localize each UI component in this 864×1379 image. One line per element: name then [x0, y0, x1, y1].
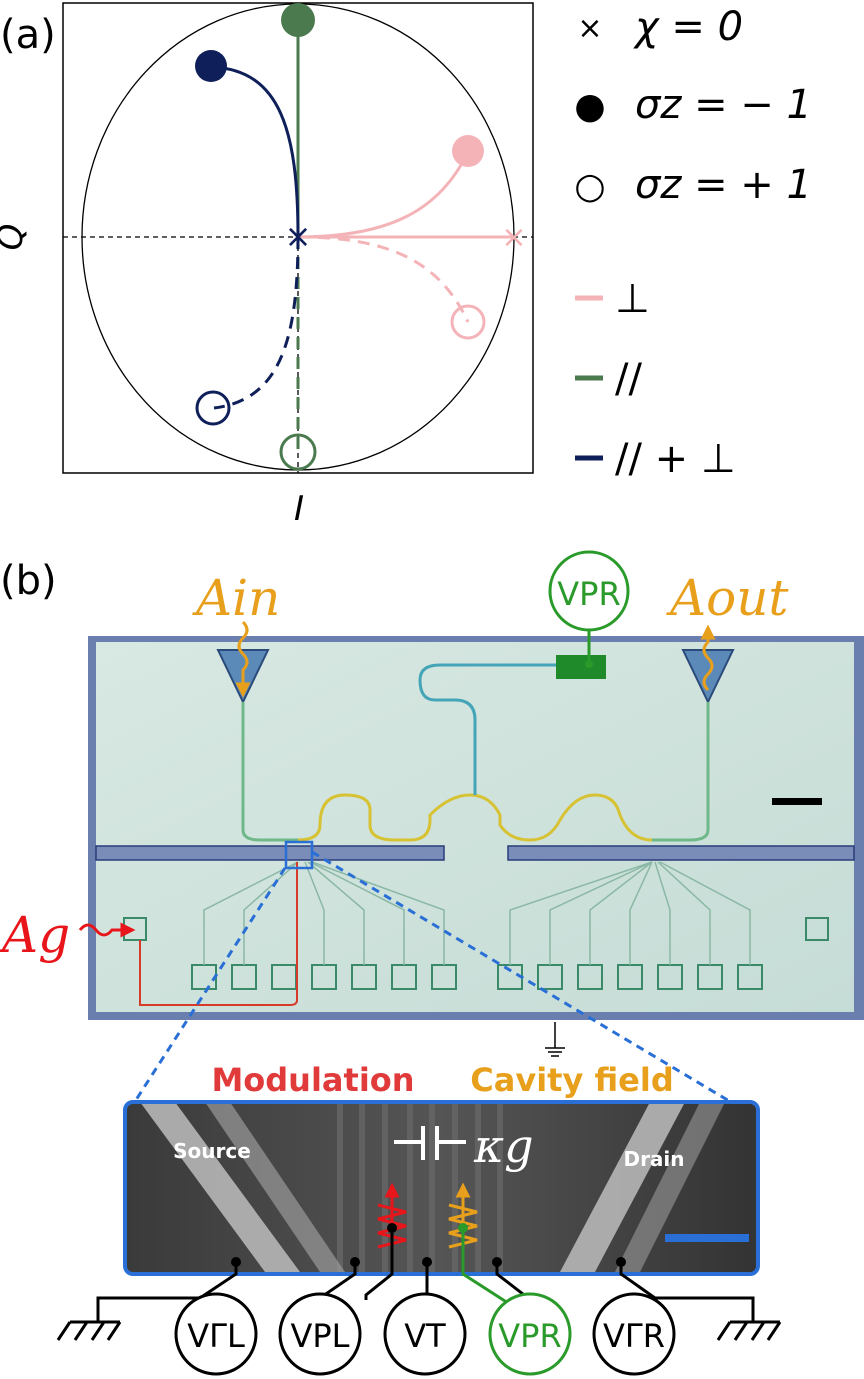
perp-minus-marker: [452, 135, 484, 167]
vpr-top-node: [585, 660, 593, 668]
legend-symbol-open: ○: [574, 166, 605, 207]
chip-image: [88, 636, 864, 1020]
zoom-line-left: [123, 867, 287, 1118]
both-minus-marker: [195, 50, 227, 82]
source-label: Source: [173, 1139, 251, 1163]
kappa-label: κg: [473, 1119, 534, 1173]
a-in-arrow: [235, 620, 251, 698]
drain-electrode: [560, 1102, 685, 1272]
gate-label-vpl: VPL: [290, 1317, 349, 1355]
legend-symbol-filled: ●: [574, 86, 605, 127]
legend-text-minus: σz = − 1: [635, 82, 812, 128]
feedline-left: [241, 702, 298, 842]
cavity-field-label: Cavity field: [470, 1061, 674, 1099]
gate-bar-right: [507, 845, 855, 861]
chip-scale-bar: [772, 798, 822, 805]
meander-resonator: [297, 793, 653, 842]
vpr-pad: [556, 655, 606, 679]
gate-label-vgl: VΓL: [187, 1317, 245, 1355]
gate-circle-vpl: [278, 1292, 362, 1376]
para-minus-marker: [281, 3, 315, 37]
sem-scale-bar: [665, 1234, 749, 1242]
both-chi0-marker: ×: [285, 217, 312, 255]
a-g-arrow: [78, 922, 136, 938]
y-axis-label: Q: [0, 224, 31, 251]
legend-text-para: //: [615, 356, 642, 402]
chip-surface: [96, 642, 854, 1012]
gate-circle-vt: [383, 1292, 467, 1376]
a-in-label: Ain: [192, 569, 280, 627]
source-electrode: [140, 1102, 300, 1272]
gate-nodes: [231, 1223, 626, 1267]
perp-minus-trace: [297, 151, 470, 239]
perp-plus-marker: [450, 304, 486, 340]
panel-b: (b): [0, 550, 864, 1376]
both-plus-trace: [213, 236, 300, 410]
legend-text-both: // + ⊥: [615, 436, 736, 482]
vpr-gate-wire: [461, 1228, 509, 1305]
gate-label-vpr: VPR: [498, 1317, 561, 1355]
legend-text-chi: χ = 0: [633, 4, 743, 50]
perp-plus-trace: [297, 235, 470, 323]
fanout-wires: [203, 861, 751, 965]
panel-a-label: (a): [0, 12, 56, 58]
legend-text-perp: ⊥: [615, 276, 650, 322]
both-plus-marker: [195, 390, 231, 426]
plunger-line: [418, 663, 585, 795]
panel-a: (a) I Q × × × χ = 0 ● σz = − 1 ○: [0, 2, 812, 529]
panel-b-label: (b): [0, 558, 57, 604]
legend-symbol-cross: ×: [577, 11, 602, 46]
perp-chi0-marker: ×: [501, 220, 526, 255]
a-out-label: Aout: [666, 569, 789, 627]
modulation-wire: [139, 862, 298, 1006]
gate-circle-vpr: [488, 1292, 572, 1376]
vpr-top-label: VPR: [557, 575, 620, 613]
drain-label: Drain: [623, 1147, 684, 1171]
para-plus-marker: [279, 433, 317, 471]
a-g-label: Ag: [0, 906, 70, 964]
sem-frame: [123, 1100, 760, 1276]
x-axis-label: I: [294, 489, 304, 529]
gate-circle-vgr: [592, 1292, 676, 1376]
gate-label-vt: VT: [404, 1317, 446, 1355]
feedline-right: [652, 702, 710, 842]
capacitor-icon: [394, 1126, 466, 1160]
ground-icon-left: [56, 1320, 122, 1341]
legend-text-plus: σz = + 1: [635, 162, 812, 208]
zoom-line-right: [311, 850, 757, 1119]
drain-electrode-2: [615, 1102, 725, 1272]
legend: × χ = 0 ● σz = − 1 ○ σz = + 1 ⊥ // // + …: [574, 4, 812, 482]
ground-icon-right: [716, 1320, 782, 1341]
both-minus-trace: [211, 65, 300, 238]
gate-bar-left: [95, 845, 445, 861]
sem-inset: Source Drain κg: [123, 1100, 760, 1276]
vpr-gate-node: [458, 1223, 468, 1233]
zoom-box: [284, 840, 314, 870]
a-out-arrow: [700, 624, 716, 692]
source-electrode-2: [205, 1102, 345, 1272]
modulation-label: Modulation: [211, 1061, 414, 1099]
gate-circle-vgl: [174, 1292, 258, 1376]
chip-ground-icon: [545, 1022, 565, 1057]
sem-vertical-gates: [337, 1102, 503, 1272]
gate-label-vgr: VΓR: [603, 1317, 665, 1355]
